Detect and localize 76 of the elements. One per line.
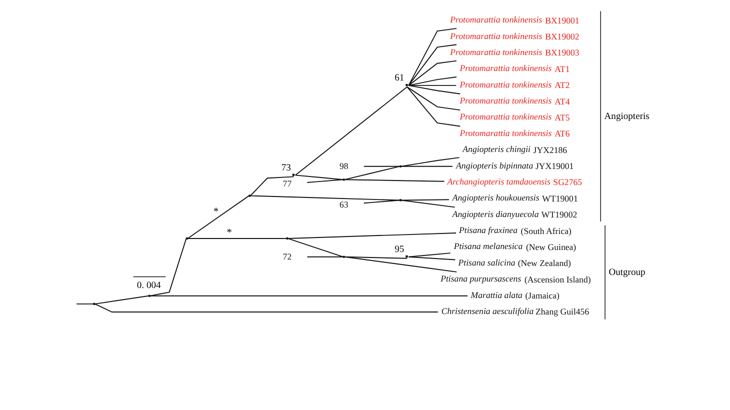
- node-point: [248, 194, 250, 197]
- connector: [149, 238, 186, 296]
- node-text: 72: [282, 252, 292, 262]
- connector: [344, 256, 457, 272]
- node-text: Ptisana salicina (New Zealand): [458, 257, 570, 268]
- node-point: [92, 302, 95, 306]
- connector: [94, 295, 149, 304]
- node-text: 77: [282, 178, 292, 189]
- label: 0. 004: [136, 280, 160, 292]
- node-text: Protomarattia tonkinensis AT1: [459, 63, 570, 74]
- connector: [287, 238, 343, 258]
- connector: [186, 238, 286, 239]
- connector: [149, 295, 468, 296]
- node-label: 95: [394, 244, 404, 256]
- connector: [408, 252, 450, 258]
- node-text: Angiopteris houkouensis WT19001: [452, 192, 578, 204]
- connector: [250, 176, 294, 196]
- node-text: 63: [338, 199, 348, 210]
- node-text: Angiopteris dianyuecola WT19002: [452, 208, 577, 220]
- node-text: Ptisana melanesica (New Guinea): [453, 241, 576, 252]
- connector: [400, 199, 449, 201]
- connector: [408, 44, 456, 86]
- node-text: Protomarattia tonkinensis BX19001: [450, 14, 579, 26]
- edge-label: *: [226, 228, 232, 239]
- node-text: Ptisana purpursascens (Ascension Island): [440, 274, 590, 284]
- connector: [400, 200, 455, 208]
- connector: [408, 60, 456, 86]
- node-point: [185, 237, 188, 240]
- node-point: [342, 256, 345, 258]
- connector: [306, 256, 343, 258]
- connector: [408, 76, 456, 86]
- connector: [408, 28, 456, 86]
- node-text: Protomarattia tonkinensis BX19002: [450, 30, 579, 42]
- node-point: [342, 178, 345, 181]
- node-text: Protomarattia tonkinensis AT2: [459, 79, 570, 90]
- connector: [408, 84, 456, 86]
- node-point: [405, 255, 408, 258]
- node-point: [286, 237, 288, 240]
- connector: [344, 256, 408, 259]
- node-text: Protomarattia tonkinensis BX19003: [450, 47, 579, 58]
- node-point: [148, 294, 150, 298]
- connector: [306, 179, 343, 183]
- connector: [400, 157, 460, 167]
- node-text: Archangiopteris tamdaoensis SG2765: [446, 176, 582, 188]
- connector: [408, 84, 460, 94]
- connector: [362, 200, 400, 204]
- node-text: Christensenia aesculifolia Zhang Guil456: [440, 306, 589, 317]
- node-point: [405, 84, 408, 86]
- node-text: Protomarattia tonkinensis AT5: [459, 112, 570, 122]
- node-text: Protomarattia tonkinensis AT4: [459, 96, 570, 106]
- label: Outgroup: [608, 266, 645, 278]
- connector: [362, 166, 400, 167]
- connector: [400, 166, 452, 167]
- connector: [287, 232, 456, 239]
- connector: [186, 195, 249, 239]
- connector: [406, 86, 460, 127]
- connector: [344, 179, 444, 182]
- connector: [408, 256, 456, 260]
- node-text: 98: [338, 161, 348, 172]
- connector: [250, 195, 400, 201]
- node-label: 61: [394, 72, 404, 84]
- node-text: Ptisana fraxinea (South Africa): [458, 225, 571, 236]
- connector: [344, 166, 400, 180]
- connector: [294, 86, 408, 176]
- connector: [294, 174, 343, 180]
- node-point: [398, 199, 402, 202]
- connector: [94, 304, 438, 313]
- node-point: [398, 165, 402, 168]
- node-text: Angiopteris chingii JYX2186: [462, 144, 567, 155]
- node-text: Angiopteris bipinnata JYX19001: [456, 160, 574, 172]
- connector: [76, 303, 94, 304]
- label: Angiopteris: [604, 110, 649, 122]
- edge-label: *: [213, 206, 218, 218]
- node-text: Marattia alata (Jamaica): [470, 290, 559, 301]
- node-text: Protomarattia tonkinensis AT6: [459, 128, 570, 139]
- connector: [406, 86, 460, 111]
